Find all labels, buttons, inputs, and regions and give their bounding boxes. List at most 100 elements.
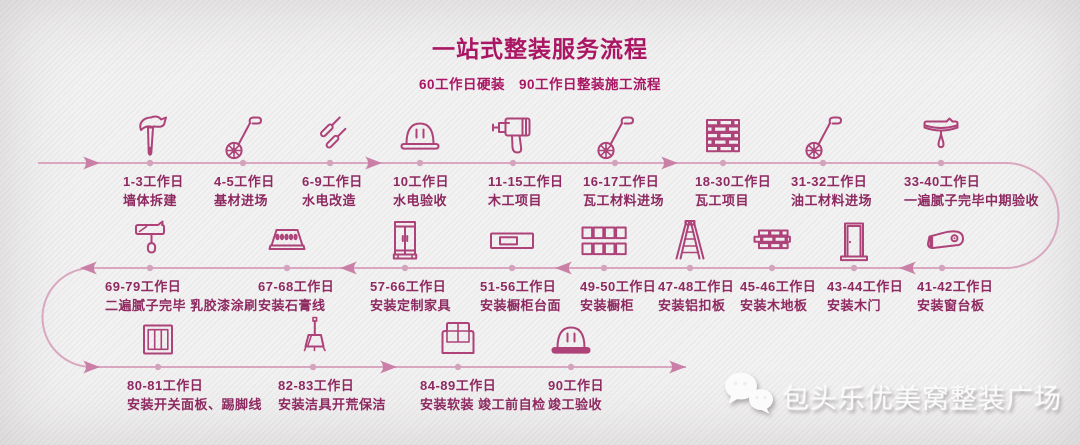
step-label: 90工作日竣工验收: [548, 376, 604, 414]
step-task: 竣工验收: [548, 397, 603, 412]
step-dot: [686, 264, 694, 272]
flow-arrowhead: [661, 156, 678, 170]
step-label: 51-56工作日安装橱柜台面: [480, 277, 561, 315]
bricks-icon: [699, 112, 747, 160]
step-task: 安装开关面板、踢脚线: [127, 397, 263, 412]
page-subtitle: 60工作日硬装 90工作日整装施工流程: [418, 77, 662, 92]
step-label: 6-9工作日水电改造: [302, 172, 363, 210]
flow-arrowhead: [365, 156, 382, 170]
flow-arrowhead: [83, 360, 100, 374]
step-task: 安装洁具开荒保洁: [278, 397, 387, 412]
step-task: 瓦工材料进场: [583, 193, 665, 208]
step-dot: [454, 363, 462, 371]
step-days: 6-9工作日: [302, 174, 363, 189]
step-task: 木工项目: [488, 193, 543, 208]
step-days: 31-32工作日: [791, 174, 868, 189]
flow-arrowhead: [340, 261, 357, 275]
step-days: 45-46工作日: [740, 279, 817, 294]
drill-icon: [489, 112, 537, 160]
step-dot: [509, 159, 517, 167]
flow-arrowhead: [555, 261, 572, 275]
step-label: 47-48工作日安装铝扣板: [658, 277, 734, 315]
step-label: 43-44工作日安装木门: [827, 277, 903, 315]
wardrobe-icon: [381, 217, 429, 265]
step-days: 69-79工作日: [105, 279, 182, 294]
molding-icon: [263, 217, 311, 265]
step-days: 80-81工作日: [127, 378, 204, 393]
step-label: 67-68工作日安装石膏线: [258, 277, 334, 315]
step-days: 41-42工作日: [917, 279, 994, 294]
step-days: 33-40工作日: [904, 174, 981, 189]
step-dot: [416, 159, 424, 167]
watermark: 包头乐优美窝整装广场: [720, 369, 1062, 417]
step-task: 安装石膏线: [258, 298, 326, 313]
step-task: 安装窗台板: [917, 298, 985, 313]
step-task: 瓦工项目: [695, 193, 750, 208]
step-days: 67-68工作日: [258, 279, 335, 294]
step-days: 90工作日: [548, 378, 604, 393]
step-label: 11-15工作日木工项目: [488, 172, 564, 210]
flow-line-top: [38, 162, 1060, 269]
scraper-icon: [917, 112, 965, 160]
step-dot: [567, 363, 575, 371]
step-task: 安装软装 竣工前自检: [420, 397, 546, 412]
step-days: 1-3工作日: [123, 174, 184, 189]
step-days: 10工作日: [393, 174, 449, 189]
broom-icon: [289, 316, 337, 364]
step-dot: [146, 264, 154, 272]
helmet-icon: [396, 112, 444, 160]
step-label: 33-40工作日一遍腻子完毕中期验收: [904, 172, 1039, 210]
flow-line-bottom: [41, 267, 686, 368]
step-dot: [401, 264, 409, 272]
step-dot: [283, 264, 291, 272]
step-days: 84-89工作日: [420, 378, 497, 393]
sill-board-icon: [918, 217, 966, 265]
step-task: 安装定制家具: [370, 298, 452, 313]
step-task: 二遍腻子完毕 乳胶漆涂刷: [105, 298, 258, 313]
step-days: 49-50工作日: [580, 279, 657, 294]
step-label: 80-81工作日安装开关面板、踢脚线: [127, 376, 262, 414]
step-label: 1-3工作日墙体拆建: [123, 172, 184, 210]
step-task: 安装橱柜台面: [480, 298, 562, 313]
step-label: 31-32工作日油工材料进场: [791, 172, 872, 210]
step-days: 16-17工作日: [583, 174, 660, 189]
screwdrivers-icon: [306, 112, 354, 160]
measuring-wheel-icon: [219, 112, 267, 160]
step-task: 一遍腻子完毕中期验收: [904, 193, 1040, 208]
step-task: 安装木地板: [740, 298, 808, 313]
flow-arrowhead: [80, 261, 97, 275]
step-dot: [239, 159, 247, 167]
step-task: 基材进场: [214, 193, 269, 208]
step-days: 47-48工作日: [658, 279, 735, 294]
step-label: 84-89工作日安装软装 竣工前自检: [420, 376, 546, 414]
step-task: 安装橱柜: [580, 298, 635, 313]
page-title: 一站式整装服务流程: [432, 36, 648, 62]
step-task: 油工材料进场: [791, 193, 873, 208]
step-dot: [508, 264, 516, 272]
step-label: 69-79工作日二遍腻子完毕 乳胶漆涂刷: [105, 277, 258, 315]
flow-arrowhead: [669, 360, 686, 374]
switch-panel-icon: [134, 316, 182, 364]
step-task: 安装木门: [827, 298, 882, 313]
step-dot: [937, 159, 945, 167]
step-dot: [154, 363, 162, 371]
door-icon: [830, 217, 878, 265]
wood-floor-icon: [748, 217, 796, 265]
step-label: 45-46工作日安装木地板: [740, 277, 816, 315]
step-dot: [600, 264, 608, 272]
flow-arrowheads: [80, 156, 916, 374]
step-dot: [938, 264, 946, 272]
step-label: 49-50工作日安装橱柜: [580, 277, 656, 315]
step-label: 18-30工作日瓦工项目: [695, 172, 771, 210]
step-days: 57-66工作日: [370, 279, 447, 294]
flow-arrowhead: [83, 156, 100, 170]
step-task: 墙体拆建: [123, 193, 178, 208]
watermark-text: 包头乐优美窝整装广场: [782, 384, 1062, 414]
countertop-icon: [488, 217, 536, 265]
hammer-icon: [126, 112, 174, 160]
step-days: 51-56工作日: [480, 279, 557, 294]
measuring-wheel-icon: [799, 112, 847, 160]
ladder-icon: [666, 217, 714, 265]
flow-arrowhead: [899, 261, 916, 275]
